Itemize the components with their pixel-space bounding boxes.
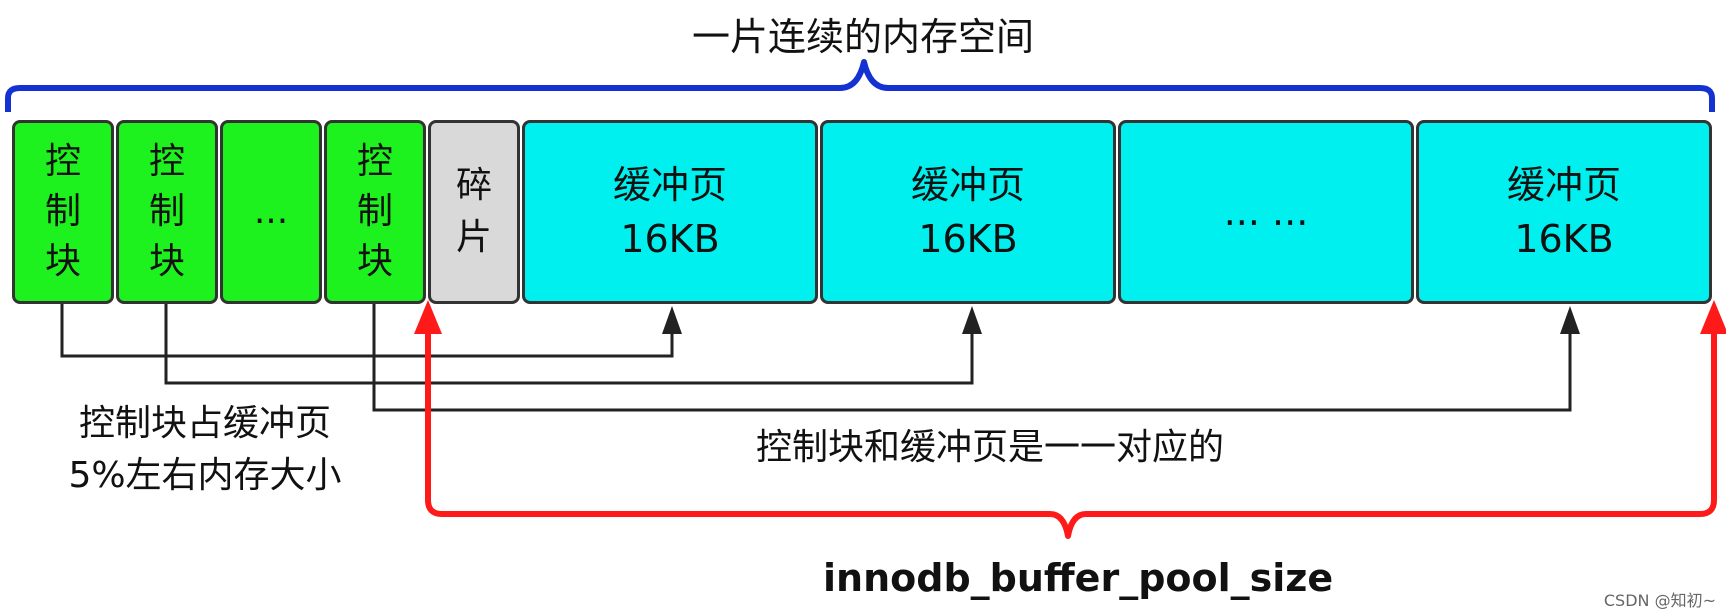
control-block-4: 控制块	[324, 120, 426, 304]
buffer-page-name: 缓冲页	[910, 163, 1025, 207]
buffer-page-ellipsis-label: ... ...	[1223, 190, 1309, 234]
buffer-page-text: 缓冲页 16KB	[911, 158, 1025, 266]
pool-end-arrowhead	[1700, 300, 1726, 334]
buffer-page-2: 缓冲页 16KB	[820, 120, 1116, 304]
pool-start-arrowhead	[414, 300, 442, 334]
connector-control-2	[164, 304, 974, 385]
arrowhead-page-1	[662, 306, 682, 334]
buffer-page-size: 16KB	[620, 217, 720, 261]
buffer-page-name: 缓冲页	[612, 163, 727, 207]
buffer-page-text: 缓冲页 16KB	[613, 158, 727, 266]
arrowhead-page-4	[1560, 306, 1580, 334]
memory-space-title: 一片连续的内存空间	[691, 15, 1034, 59]
arrowhead-page-2	[962, 306, 982, 334]
buffer-pool-size-label: innodb_buffer_pool_size	[823, 556, 1334, 600]
fragment-block: 碎片	[428, 120, 520, 304]
buffer-page-1: 缓冲页 16KB	[522, 120, 818, 304]
control-block-label: 控制块	[357, 141, 394, 282]
buffer-page-size: 16KB	[1514, 217, 1614, 261]
control-block-size-note: 控制块占缓冲页 5%左右内存大小	[68, 403, 342, 496]
control-block-label: 控制块	[45, 141, 82, 282]
memory-space-brace	[5, 59, 1715, 112]
control-block-ellipsis-label: ...	[253, 191, 289, 232]
control-block-ellipsis: ...	[220, 120, 322, 304]
buffer-page-ellipsis: ... ...	[1118, 120, 1414, 304]
control-block-label: 控制块	[149, 141, 186, 282]
buffer-pool-brace	[425, 330, 1717, 539]
fragment-label: 碎片	[456, 165, 493, 258]
buffer-page-4: 缓冲页 16KB	[1416, 120, 1712, 304]
control-block-2: 控制块	[116, 120, 218, 304]
connector-control-4	[372, 304, 1572, 412]
connector-control-1	[60, 304, 674, 358]
buffer-page-name: 缓冲页	[1506, 163, 1621, 207]
watermark: CSDN @知初~	[1603, 591, 1716, 610]
one-to-one-mapping-note: 控制块和缓冲页是一一对应的	[756, 427, 1225, 468]
control-block-1: 控制块	[12, 120, 114, 304]
buffer-page-text: 缓冲页 16KB	[1507, 158, 1621, 266]
buffer-page-size: 16KB	[918, 217, 1018, 261]
